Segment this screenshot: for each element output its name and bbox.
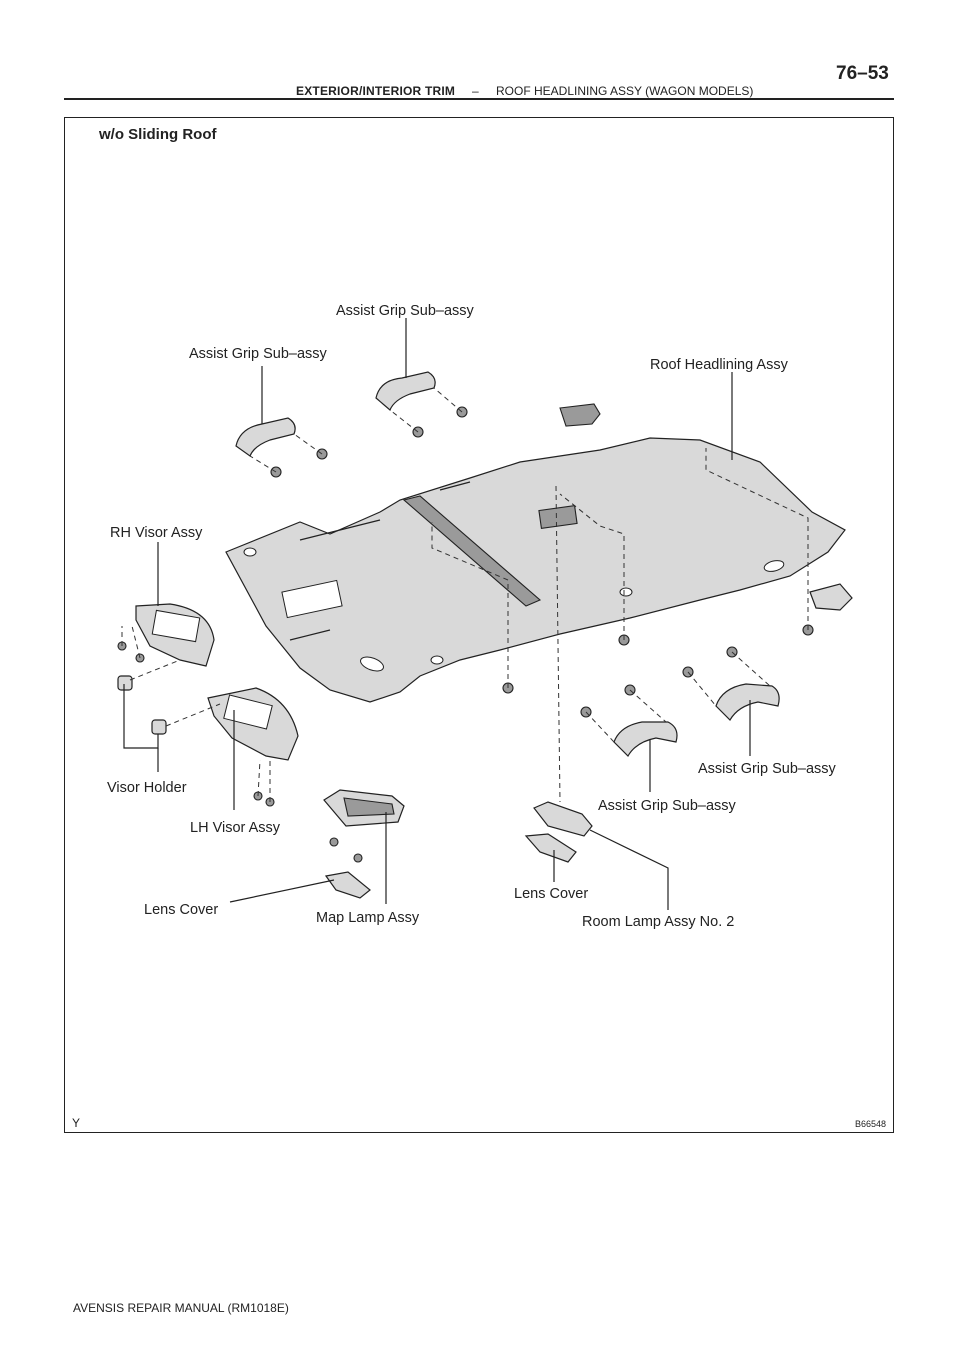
figure-code: B66548 bbox=[855, 1119, 887, 1129]
section-title: EXTERIOR/INTERIOR TRIM bbox=[296, 84, 456, 98]
section-subtitle: ROOF HEADLINING ASSY (WAGON MODELS) bbox=[496, 84, 754, 98]
label-roof-headlining: Roof Headlining Assy bbox=[650, 357, 789, 373]
room-lamp bbox=[533, 801, 593, 837]
label-visor-holder: Visor Holder bbox=[107, 780, 187, 796]
installation-dashed-lines bbox=[121, 387, 809, 803]
lens-cover-left bbox=[324, 871, 371, 899]
page-number: 76–53 bbox=[836, 63, 889, 84]
rear-room-lamp-part bbox=[809, 583, 853, 611]
label-assist-grip-bottom-right: Assist Grip Sub–assy bbox=[698, 761, 837, 777]
sunroof-switch-part bbox=[559, 403, 601, 427]
header-separator: – bbox=[472, 84, 479, 98]
lens-cover-right bbox=[524, 833, 577, 863]
lh-visor bbox=[207, 687, 299, 807]
assist-grip-bottom-right bbox=[682, 646, 780, 721]
assist-grip-bottom-center bbox=[580, 684, 678, 757]
label-assist-grip-top-center: Assist Grip Sub–assy bbox=[336, 303, 475, 319]
map-lamp bbox=[323, 789, 405, 863]
label-room-lamp: Room Lamp Assy No. 2 bbox=[582, 914, 734, 930]
footer-manual: AVENSIS REPAIR MANUAL (RM1018E) bbox=[73, 1301, 289, 1315]
label-lens-cover-right: Lens Cover bbox=[514, 886, 588, 902]
rh-visor bbox=[117, 603, 215, 667]
label-rh-visor: RH Visor Assy bbox=[110, 525, 203, 541]
assist-grip-top-left bbox=[235, 417, 328, 478]
figure-mark: Y bbox=[72, 1116, 81, 1130]
label-assist-grip-top-left: Assist Grip Sub–assy bbox=[189, 346, 328, 362]
visor-holders bbox=[117, 675, 167, 735]
label-lens-cover-left: Lens Cover bbox=[144, 902, 218, 918]
figure-frame bbox=[64, 117, 894, 1133]
label-map-lamp: Map Lamp Assy bbox=[316, 910, 420, 926]
label-assist-grip-bottom-center: Assist Grip Sub–assy bbox=[598, 798, 737, 814]
figure-title: w/o Sliding Roof bbox=[99, 126, 217, 143]
roof-headlining-panel bbox=[225, 437, 846, 703]
leader-lines bbox=[123, 318, 751, 910]
label-lh-visor: LH Visor Assy bbox=[190, 820, 281, 836]
header-rule bbox=[64, 98, 894, 100]
